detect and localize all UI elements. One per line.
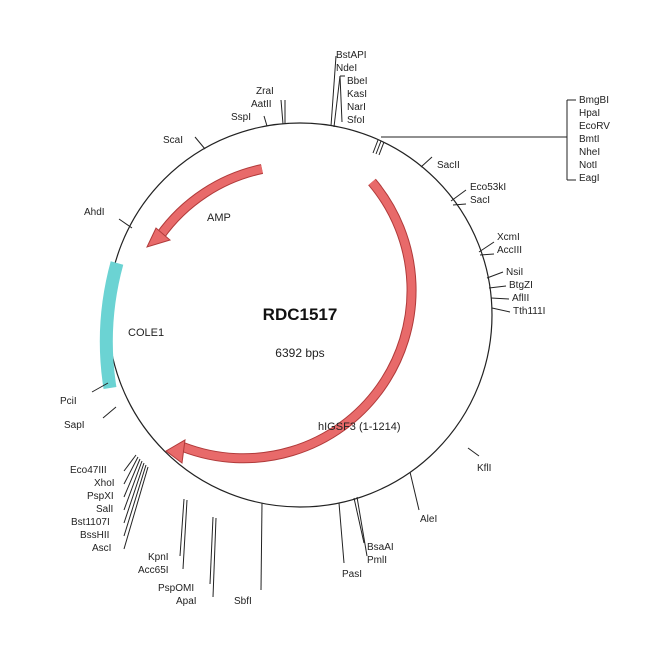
site-btgzi: BtgZI bbox=[488, 280, 533, 291]
site-pasi: PasI bbox=[338, 502, 362, 580]
site-label-kpni: KpnI bbox=[148, 552, 169, 563]
site-label-btgzi: BtgZI bbox=[509, 280, 533, 291]
site-label-aflii: AflII bbox=[512, 293, 529, 304]
site-label-bmti: BmtI bbox=[579, 134, 600, 145]
site-label-tth111i: Tth111I bbox=[513, 306, 545, 317]
site-label-acc65i: Acc65I bbox=[138, 565, 169, 576]
site-label-pspxi: PspXI bbox=[87, 491, 114, 502]
site-label-bbei: BbeI bbox=[347, 76, 368, 87]
site-scai: ScaI bbox=[163, 135, 206, 150]
higsf3-label: hIGSF3 (1-1214) bbox=[318, 421, 401, 433]
site-xcmi-group: XcmI AccIII bbox=[478, 232, 522, 256]
site-label-pspomi: PspOMI bbox=[158, 583, 194, 594]
higsf3-feature bbox=[165, 178, 417, 464]
site-label-sapi: SapI bbox=[64, 420, 85, 431]
site-label-ndei: NdeI bbox=[336, 63, 357, 74]
site-aflii: AflII bbox=[490, 293, 529, 304]
site-label-zrai: ZraI bbox=[256, 86, 274, 97]
site-label-alei: AleI bbox=[420, 514, 437, 525]
site-label-pmli: PmlI bbox=[367, 555, 387, 566]
site-bbei-group: BbeI KasI NarI SfoI bbox=[333, 75, 368, 128]
site-label-nsii: NsiI bbox=[506, 267, 523, 278]
site-label-scai: ScaI bbox=[163, 135, 183, 146]
site-label-kfli: KflI bbox=[477, 463, 491, 474]
site-label-sfoi: SfoI bbox=[347, 115, 365, 126]
site-nsii: NsiI bbox=[486, 267, 523, 279]
site-alei: AleI bbox=[409, 471, 437, 525]
site-sbfi: SbfI bbox=[234, 502, 263, 607]
site-label-acciii: AccIII bbox=[497, 245, 522, 256]
site-label-sspi: SspI bbox=[231, 112, 251, 123]
site-zrai-group: ZraI AatII bbox=[251, 86, 286, 125]
site-label-xcmi: XcmI bbox=[497, 232, 520, 243]
site-kfli: KflI bbox=[467, 447, 491, 474]
site-label-hpai: HpaI bbox=[579, 108, 600, 119]
site-label-nari: NarI bbox=[347, 102, 366, 113]
site-label-ahdi: AhdI bbox=[84, 207, 105, 218]
site-label-noti: NotI bbox=[579, 160, 597, 171]
site-label-bsaai: BsaAI bbox=[367, 542, 394, 553]
site-eco47iii-group: Eco47III XhoI PspXI SalI Bst1107I BssHII… bbox=[70, 454, 149, 554]
site-label-saci: SacI bbox=[470, 195, 490, 206]
site-tth111i: Tth111I bbox=[491, 306, 545, 317]
site-label-ecorv: EcoRV bbox=[579, 121, 610, 132]
site-pspomi-group: PspOMI ApaI bbox=[158, 516, 217, 607]
site-eco53ki-group: Eco53kI SacI bbox=[450, 182, 506, 206]
site-label-asci: AscI bbox=[92, 543, 111, 554]
site-label-aatii: AatII bbox=[251, 99, 272, 110]
site-label-xhoi: XhoI bbox=[94, 478, 115, 489]
cole1-feature bbox=[99, 261, 124, 390]
plasmid-size: 6392 bps bbox=[275, 346, 324, 360]
site-label-apai: ApaI bbox=[176, 596, 197, 607]
site-label-eco47iii: Eco47III bbox=[70, 465, 107, 476]
cole1-label: COLE1 bbox=[128, 327, 164, 339]
site-label-sbfi: SbfI bbox=[234, 596, 252, 607]
site-bmgbi-group: BmgBI HpaI EcoRV BmtI NheI NotI EagI bbox=[372, 95, 610, 184]
site-label-kasi: KasI bbox=[347, 89, 367, 100]
site-label-bmgbi: BmgBI bbox=[579, 95, 609, 106]
plasmid-name: RDC1517 bbox=[263, 305, 338, 324]
site-label-sali: SalI bbox=[96, 504, 113, 515]
amp-label: AMP bbox=[207, 212, 231, 224]
site-bstapi-group: BstAPI NdeI bbox=[330, 50, 367, 127]
site-sacii: SacII bbox=[420, 156, 460, 171]
site-sapi: SapI bbox=[64, 406, 117, 431]
site-pcii: PciI bbox=[60, 382, 109, 407]
site-label-bst1107i: Bst1107I bbox=[71, 517, 110, 528]
site-label-nhei: NheI bbox=[579, 147, 600, 158]
site-label-bsshii: BssHII bbox=[80, 530, 109, 541]
site-label-sacii: SacII bbox=[437, 160, 460, 171]
site-label-pasi: PasI bbox=[342, 569, 362, 580]
site-bsaai-group: BsaAI PmlI bbox=[353, 496, 394, 566]
amp-feature bbox=[146, 164, 264, 248]
site-label-eco53ki: Eco53kI bbox=[470, 182, 506, 193]
site-ahdi: AhdI bbox=[84, 207, 133, 229]
site-kpni-group: KpnI Acc65I bbox=[138, 498, 188, 576]
site-sspi: SspI bbox=[231, 112, 268, 127]
site-label-pcii: PciI bbox=[60, 396, 77, 407]
site-label-eagi: EagI bbox=[579, 173, 600, 184]
site-label-bstapi: BstAPI bbox=[336, 50, 367, 61]
